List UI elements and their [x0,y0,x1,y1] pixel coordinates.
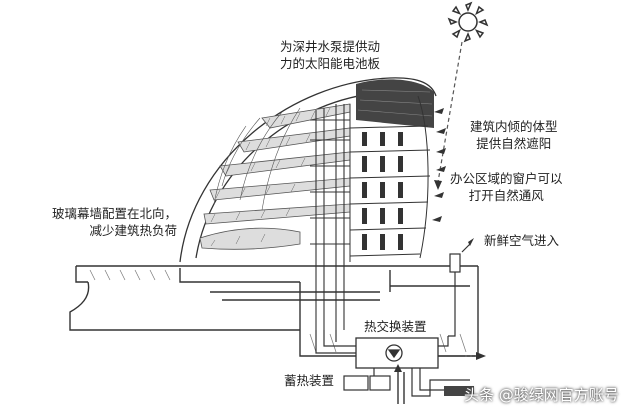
label-glass-curtain: 玻璃幕墙配置在北向， 减少建筑热负荷 [52,206,178,238]
ground-podium [69,265,479,357]
office-block [349,95,431,262]
atrium-ribs [213,107,301,211]
label-fresh-air: 新鲜空气进入 [484,233,560,248]
heat-storage-unit [343,375,391,391]
label-office-windows: 办公区域的窗户可以 打开自然通风 [450,171,563,203]
facade-vent-arrows [432,108,446,222]
slab-hatch-lines [210,107,331,247]
office-windows [362,132,403,250]
ground-hatching [89,269,467,353]
deep-well-arrows [397,370,405,404]
label-inclined-form: 建筑内倾的体型 提供自然遮阳 [470,119,558,151]
sun-ray-arrow [434,41,463,190]
duct-ticks [310,119,350,245]
watermark: 头条 @骏绿网官方账号 [464,386,619,404]
ground-pipe [444,386,474,396]
heat-exchanger-unit [355,337,439,369]
solar-panel-roof [356,79,434,128]
fresh-air-intake [448,243,471,337]
sun-icon [447,1,489,43]
label-heat-storage: 蓄热装置 [284,373,335,388]
well-up-arrow-icon [394,364,402,372]
fresh-air-arrow-icon [468,238,474,246]
floor-slabs [199,103,351,250]
label-solar-panel: 为深井水泵提供动 力的太阳能电池板 [280,39,381,71]
vertical-ducts [315,104,345,330]
label-heat-exchanger: 热交换装置 [364,319,427,334]
exhaust-arrow [462,352,486,360]
